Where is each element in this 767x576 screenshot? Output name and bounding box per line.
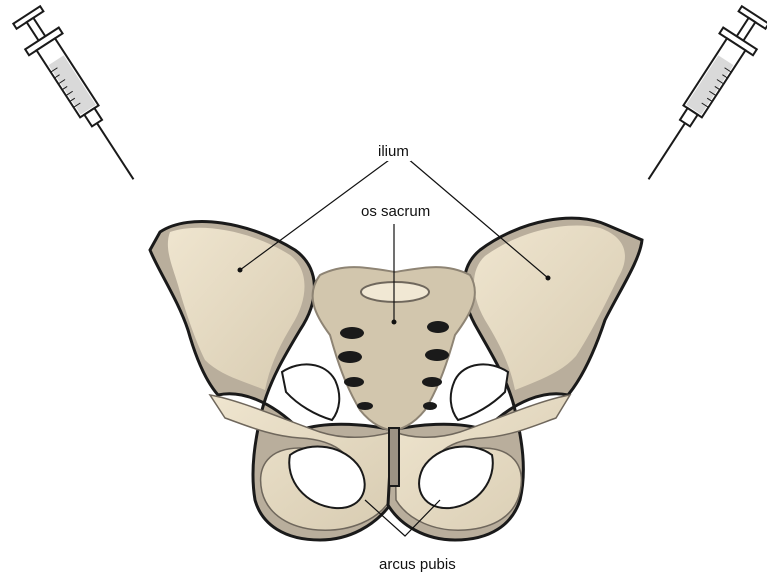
- left-ilium: [168, 228, 305, 390]
- pubic-symphysis: [389, 428, 399, 486]
- syringe-icon: [10, 4, 150, 190]
- pelvis-illustration: [150, 218, 642, 540]
- left-pelvic-opening: [282, 364, 339, 420]
- ilium-label: ilium: [376, 143, 411, 161]
- sacral-promontory: [361, 282, 429, 302]
- syringe-icon: [632, 4, 767, 190]
- arcus-pubis-label: arcus pubis: [377, 556, 458, 574]
- right-pelvic-opening: [451, 364, 508, 420]
- os-sacrum-label: os sacrum: [359, 203, 432, 221]
